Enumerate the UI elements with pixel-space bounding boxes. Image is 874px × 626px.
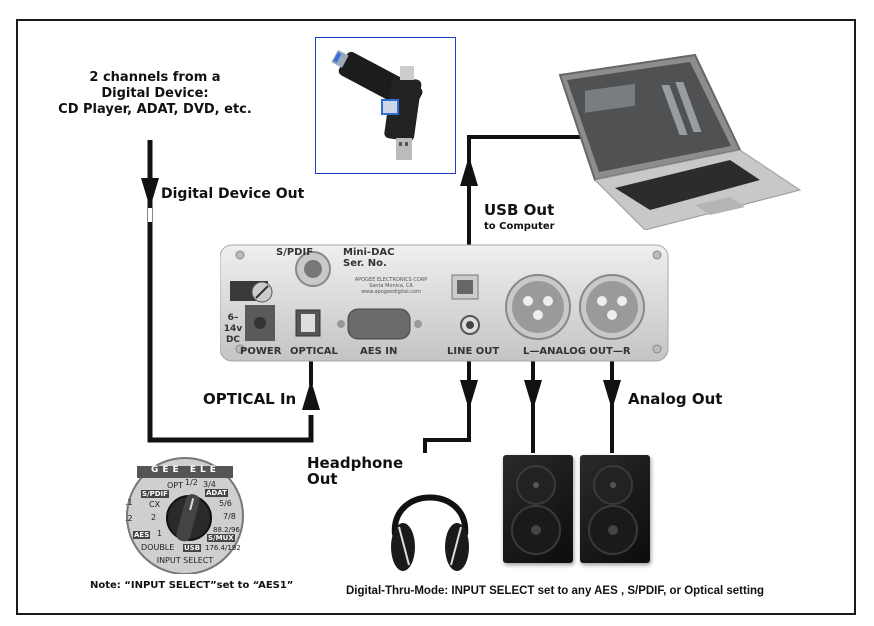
- knob-edge-mark-2: .2: [125, 514, 133, 523]
- headphone-label-line-2: Out: [307, 470, 338, 488]
- source-device-label: 2 channels from a Digital Device: CD Pla…: [50, 70, 260, 118]
- source-label-line-1: 2 channels from a: [89, 70, 221, 85]
- knob-pos-3-4: 3/4: [203, 480, 216, 489]
- knob-pos-176-192: 176.4/192: [205, 544, 241, 552]
- spdif-label: S/PDIF: [276, 247, 314, 258]
- knob-pos-2: 2: [151, 513, 157, 522]
- input-select-dial-icon: [126, 457, 244, 575]
- knob-pos-adat: ADAT: [205, 489, 228, 497]
- digital-thru-mode-note: Digital-Thru-Mode: INPUT SELECT set to a…: [346, 585, 765, 597]
- input-select-knob: GEE ELE OPT S/PDIF CX 1/2 3/4 ADAT 5/6 7…: [123, 456, 247, 575]
- maker-line-1: APOGEE ELECTRONICS CORP: [354, 277, 428, 283]
- wire-digital-to-optical: [147, 140, 314, 443]
- analog-out-label: Analog Out: [628, 390, 723, 408]
- speaker-right-icon: [588, 465, 638, 555]
- model-label: Mini-DAC Ser. No.: [343, 247, 394, 269]
- laptop-icon: [558, 53, 802, 231]
- digital-device-out-label: Digital Device Out: [161, 186, 305, 202]
- knob-brand-arc: GEE ELE: [151, 465, 220, 475]
- voltage-line-1: 6–: [227, 313, 239, 323]
- left-speaker: [503, 455, 573, 563]
- optical-in-label: OPTICAL In: [203, 390, 297, 408]
- input-select-note: Note: “INPUT SELECT”set to “AES1”: [90, 580, 294, 591]
- arrow-headphone-out: [460, 380, 478, 410]
- source-label-line-2: Digital Device:: [101, 86, 209, 101]
- laptop-photo: [555, 40, 805, 231]
- knob-pos-cx: CX: [149, 500, 161, 509]
- voltage-line-3: DC: [225, 335, 241, 345]
- knob-pos-aes: AES: [133, 531, 151, 539]
- usb-adapter-icon: [331, 49, 423, 160]
- voltage-label: 6– 14v DC: [222, 313, 244, 346]
- right-speaker: [580, 455, 650, 563]
- knob-pos-double: DOUBLE: [141, 543, 175, 552]
- knob-pos-7-8: 7/8: [223, 512, 236, 521]
- knob-pos-1: 1: [157, 529, 163, 538]
- knob-pos-88-96: 88.2/96: [213, 526, 240, 534]
- maker-label: APOGEE ELECTRONICS CORP Santa Monica, CA…: [346, 277, 436, 295]
- headphones-photo: [385, 465, 475, 575]
- mini-dac-back-panel: S/PDIF Mini-DAC Ser. No. APOGEE ELECTRON…: [219, 243, 670, 363]
- knob-title: INPUT SELECT: [156, 556, 214, 565]
- usb-out-sub-label: to Computer: [484, 221, 555, 232]
- knob-edge-mark-1: .1: [125, 498, 133, 507]
- source-label-line-3: CD Player, ADAT, DVD, etc.: [58, 102, 252, 117]
- arrow-usb-out: [460, 156, 478, 186]
- voltage-line-2: 14v: [223, 324, 243, 334]
- aes-in-label: AES IN: [360, 346, 398, 357]
- serial-label: Ser. No.: [343, 258, 387, 269]
- knob-pos-opt: OPT: [167, 481, 184, 490]
- headphone-out-label: Headphone Out: [307, 455, 403, 487]
- knob-pos-smux: S/MUX: [207, 534, 235, 542]
- analog-out-port-label: L—ANALOG OUT—R: [523, 346, 631, 357]
- knob-pos-usb: USB: [183, 544, 202, 552]
- arrow-optical-in: [302, 380, 320, 410]
- headphones-icon: [391, 494, 469, 571]
- model-name: Mini-DAC: [343, 247, 395, 258]
- maker-line-2: Santa Monica, CA: [369, 283, 413, 289]
- arrow-analog-out-right: [603, 380, 621, 410]
- headphone-label-line-1: Headphone: [307, 454, 404, 472]
- speaker-left-icon: [511, 465, 561, 555]
- usb-out-label: USB Out: [484, 201, 555, 219]
- optical-port-label: OPTICAL: [290, 346, 338, 357]
- knob-pos-5-6: 5/6: [219, 499, 232, 508]
- knob-pos-1-2: 1/2: [185, 478, 198, 487]
- usb-adapter-photo: [315, 37, 456, 174]
- knob-pos-spdif: S/PDIF: [141, 490, 169, 498]
- power-label: POWER: [240, 346, 282, 357]
- wire-headphone: [423, 300, 471, 453]
- line-out-label: LINE OUT: [447, 346, 500, 357]
- maker-line-3: www.apogeedigital.com: [361, 289, 421, 295]
- arrow-analog-out-left: [524, 380, 542, 410]
- arrow-digital-device-out: [141, 178, 159, 208]
- mini-dac-panel-graphic: [219, 244, 669, 362]
